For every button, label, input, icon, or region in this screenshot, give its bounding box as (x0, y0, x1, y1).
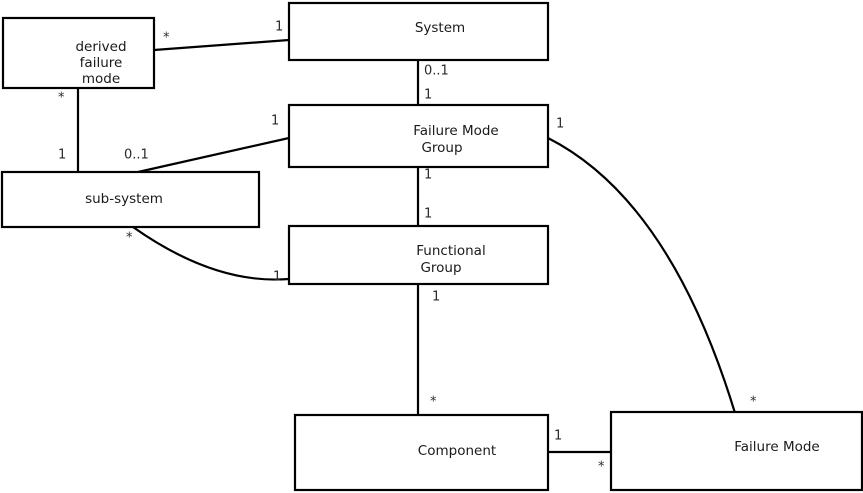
multiplicity-component-to-fm-star: * (598, 460, 605, 475)
multiplicity-fmg-to-fm-one: 1 (556, 117, 564, 132)
class-label-derived-failure-mode-line1: derived (75, 39, 126, 55)
class-box-sub-system[interactable] (0, 170, 261, 229)
multiplicity-fmg-to-fm-star: * (750, 395, 757, 410)
class-box-system[interactable] (287, 1, 550, 62)
multiplicity-subsys-to-fg-star: * (126, 231, 133, 246)
multiplicity-fg-to-component-one: 1 (432, 290, 440, 305)
association-sub-system-failure-mode-group (137, 136, 290, 174)
multiplicity-subsys-to-fmg-zero-one: 0..1 (124, 148, 149, 163)
class-label-failure-mode-group-line2: Group (421, 140, 462, 156)
class-label-functional-group-line2: Group (420, 260, 461, 276)
class-box-component[interactable] (293, 413, 550, 492)
class-box-failure-mode[interactable] (609, 410, 863, 492)
class-label-component: Component (418, 443, 496, 459)
multiplicity-system-to-fmg-one: 1 (424, 88, 432, 103)
class-label-sub-system: sub-system (85, 191, 163, 207)
multiplicity-derived-fm-to-subsys-one: 1 (58, 148, 66, 163)
class-label-functional-group-line1: Functional (416, 243, 485, 259)
association-sub-system-functional-group (132, 226, 290, 281)
class-label-failure-mode-group-line1: Failure Mode (413, 123, 499, 139)
multiplicity-fmg-to-fg-bottom-one: 1 (424, 207, 432, 222)
multiplicity-subsys-to-fmg-one: 1 (271, 114, 279, 129)
class-box-failure-mode-group[interactable] (287, 103, 550, 169)
multiplicity-derived-fm-to-subsys-star: * (58, 91, 65, 106)
multiplicity-derived-fm-to-system-one: 1 (275, 20, 283, 35)
association-derived-failure-mode-system (153, 38, 290, 52)
class-box-functional-group[interactable] (287, 224, 550, 286)
multiplicity-system-to-fmg-zero-one: 0..1 (424, 64, 449, 79)
class-box-derived-failure-mode[interactable] (1, 16, 156, 90)
class-label-derived-failure-mode-line3: mode (82, 71, 120, 87)
multiplicity-derived-fm-to-system-star: * (163, 31, 170, 46)
multiplicity-fg-to-component-star: * (430, 395, 437, 410)
association-failure-mode-group-failure-mode (547, 137, 737, 414)
class-label-system: System (415, 20, 465, 36)
multiplicity-component-to-fm-one: 1 (554, 429, 562, 444)
multiplicity-fmg-to-fg-top-one: 1 (424, 168, 432, 183)
multiplicity-subsys-to-fg-one: 1 (273, 270, 281, 285)
class-label-derived-failure-mode-line2: failure (80, 55, 123, 71)
class-label-failure-mode: Failure Mode (734, 439, 820, 455)
